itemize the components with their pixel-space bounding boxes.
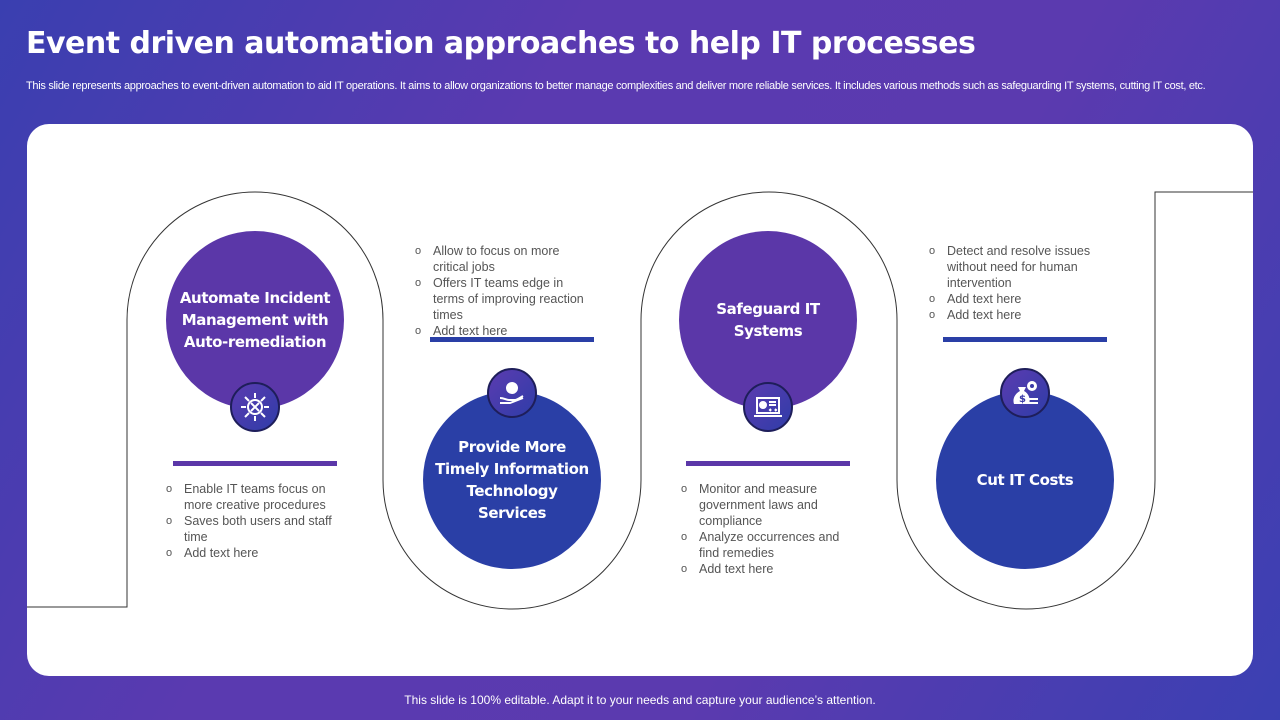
laptop-settings-icon bbox=[743, 382, 793, 432]
bullet: Add text here bbox=[415, 323, 595, 339]
step-1-divider bbox=[173, 461, 337, 466]
step-4-circle: Cut IT Costs bbox=[936, 391, 1114, 569]
step-4-divider bbox=[943, 337, 1107, 342]
bullet: Detect and resolve issues without need f… bbox=[929, 243, 1109, 291]
footer-note: This slide is 100% editable. Adapt it to… bbox=[404, 693, 876, 707]
step-2-divider bbox=[430, 337, 594, 342]
step-3-heading: Safeguard IT Systems bbox=[716, 300, 820, 340]
svg-text:$: $ bbox=[1019, 394, 1026, 405]
step-2-heading: Provide More Timely Information Technolo… bbox=[435, 438, 589, 522]
step-2-circle: Provide More Timely Information Technolo… bbox=[423, 391, 601, 569]
step-3-divider bbox=[686, 461, 850, 466]
bullet: Monitor and measure government laws and … bbox=[681, 481, 861, 529]
bullet: Add text here bbox=[929, 291, 1109, 307]
step-3-bullets: Monitor and measure government laws and … bbox=[681, 481, 861, 577]
bullet: Enable IT teams focus on more creative p… bbox=[166, 481, 346, 513]
bullet: Saves both users and staff time bbox=[166, 513, 346, 545]
step-3-circle: Safeguard IT Systems bbox=[679, 231, 857, 409]
money-bag-gear-icon: $ bbox=[1000, 368, 1050, 418]
automation-tools-icon bbox=[230, 382, 280, 432]
step-1-circle: Automate Incident Management with Auto-r… bbox=[166, 231, 344, 409]
bullet: Add text here bbox=[681, 561, 861, 577]
step-1-heading: Automate Incident Management with Auto-r… bbox=[179, 289, 331, 351]
bullet: Add text here bbox=[166, 545, 346, 561]
step-2-bullets: Allow to focus on more critical jobs Off… bbox=[415, 243, 595, 339]
page-subtitle: This slide represents approaches to even… bbox=[26, 80, 1206, 92]
bullet: Allow to focus on more critical jobs bbox=[415, 243, 595, 275]
step-4-bullets: Detect and resolve issues without need f… bbox=[929, 243, 1109, 323]
bullet: Offers IT teams edge in terms of improvi… bbox=[415, 275, 595, 323]
page-title: Event driven automation approaches to he… bbox=[26, 26, 976, 61]
hand-gear-icon bbox=[487, 368, 537, 418]
bullet: Add text here bbox=[929, 307, 1109, 323]
step-4-heading: Cut IT Costs bbox=[976, 471, 1074, 489]
step-1-bullets: Enable IT teams focus on more creative p… bbox=[166, 481, 346, 561]
bullet: Analyze occurrences and find remedies bbox=[681, 529, 861, 561]
